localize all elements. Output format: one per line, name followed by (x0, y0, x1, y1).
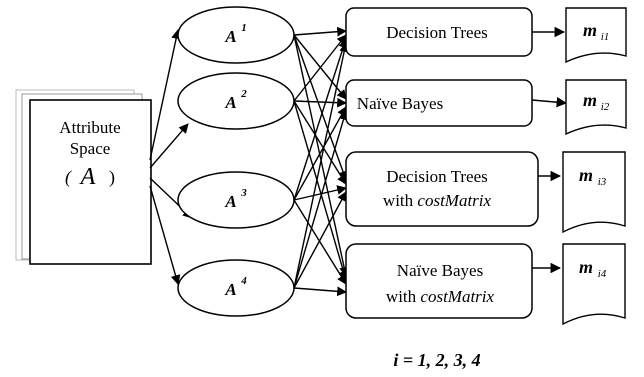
classifier-decision-trees-cost: Decision Trees with costMatrix (345, 151, 539, 227)
attribute-to-subspace-arrows (149, 29, 193, 285)
model-m4: m i4 (562, 243, 626, 326)
arrow-to-a1 (149, 29, 181, 161)
subspace-a2: A 2 (177, 72, 295, 130)
classifier-to-model-arrows (531, 26, 568, 274)
model-m3: m i3 (562, 151, 626, 234)
stack-sheet-front (29, 99, 152, 265)
subspace-a1: A 1 (177, 6, 295, 64)
subspace-a3-ellipse (177, 171, 295, 229)
subspace-a3-label: A (224, 192, 236, 211)
arrow-a3-to-c4 (293, 199, 347, 285)
model-m3-document (562, 151, 626, 234)
classifier-3-line2-prefix: with (383, 191, 417, 210)
model-m3-label: m (579, 165, 593, 185)
arrow-a1-to-c1 (293, 26, 347, 37)
model-m4-document (562, 243, 626, 326)
classifier-1-line1: Decision Trees (386, 23, 488, 42)
arrow-a2-to-c4 (293, 100, 349, 281)
classifier-4-line2: with costMatrix (386, 287, 495, 306)
subspace-a4-label: A (224, 280, 236, 299)
arrow-c2-to-m2 (531, 96, 568, 108)
arrow-a1-to-c3 (293, 34, 348, 181)
model-m2-label: m (583, 90, 597, 110)
arrow-a4-to-c1 (293, 42, 349, 289)
attribute-space-close-paren: ) (109, 167, 115, 188)
model-m2-document (565, 79, 627, 136)
classifier-decision-trees: Decision Trees (345, 7, 533, 57)
model-m3-sub: i3 (598, 176, 607, 188)
classifier-4-line1: Naïve Bayes (397, 261, 483, 280)
subspace-a1-sup: 1 (241, 22, 247, 34)
attribute-space-line2: Space (70, 139, 111, 158)
model-m2-sub: i2 (601, 101, 610, 113)
arrow-a2-to-c2 (293, 97, 347, 108)
arrow-to-a2 (149, 123, 189, 169)
attribute-space-symbol: A (79, 164, 96, 190)
subspace-a1-ellipse (177, 6, 295, 64)
classifier-2-line1: Naïve Bayes (357, 94, 443, 113)
arrow-a4-to-c4 (293, 286, 347, 297)
classifier-naive-bayes-cost: Naïve Bayes with costMatrix (345, 243, 533, 319)
classifier-3-line2: with costMatrix (383, 191, 492, 210)
classifier-naive-bayes: Naïve Bayes (345, 79, 533, 127)
subspace-a2-sup: 2 (240, 88, 247, 100)
subspace-a4: A 4 (177, 259, 295, 317)
subspace-to-classifier-arrows (293, 26, 349, 297)
arrow-a2-to-c3 (293, 100, 347, 185)
subspace-a4-sup: 4 (240, 275, 247, 287)
arrow-a2-to-c1 (293, 34, 347, 102)
subspace-a1-label: A (224, 27, 236, 46)
model-m4-label: m (579, 257, 593, 277)
arrow-a1-to-c4 (293, 34, 349, 277)
subspace-a2-label: A (224, 93, 236, 112)
subspace-a3-sup: 3 (240, 187, 247, 199)
classifier-2-box (345, 79, 533, 127)
classifier-3-line2-italic: costMatrix (417, 191, 491, 210)
arrow-to-a4 (149, 185, 181, 285)
model-m1-document (565, 7, 627, 64)
subspace-a2-ellipse (177, 72, 295, 130)
arrow-a4-to-c3 (293, 191, 347, 289)
classifier-3-line1: Decision Trees (386, 167, 488, 186)
index-note: i = 1, 2, 3, 4 (393, 350, 480, 370)
attribute-space-line1: Attribute (59, 118, 120, 137)
subspace-a3: A 3 (177, 171, 295, 229)
classifier-3-box (345, 151, 539, 227)
model-m4-sub: i4 (598, 268, 607, 280)
classifier-4-box (345, 243, 533, 319)
model-m2: m i2 (565, 79, 627, 136)
classifier-4-line2-prefix: with (386, 287, 420, 306)
subspace-a4-ellipse (177, 259, 295, 317)
classifier-4-line2-italic: costMatrix (420, 287, 494, 306)
model-m1-label: m (583, 20, 597, 40)
attribute-space-node: Attribute Space ( A ) (15, 89, 152, 265)
model-m1-sub: i1 (601, 31, 610, 43)
arrow-a3-to-c1 (293, 38, 348, 201)
attribute-space-open-paren: ( (65, 167, 72, 188)
arrow-a3-to-c3 (293, 185, 347, 201)
arrow-a3-to-c2 (293, 106, 347, 201)
model-m1: m i1 (565, 7, 627, 64)
arrow-a4-to-c2 (293, 110, 349, 289)
